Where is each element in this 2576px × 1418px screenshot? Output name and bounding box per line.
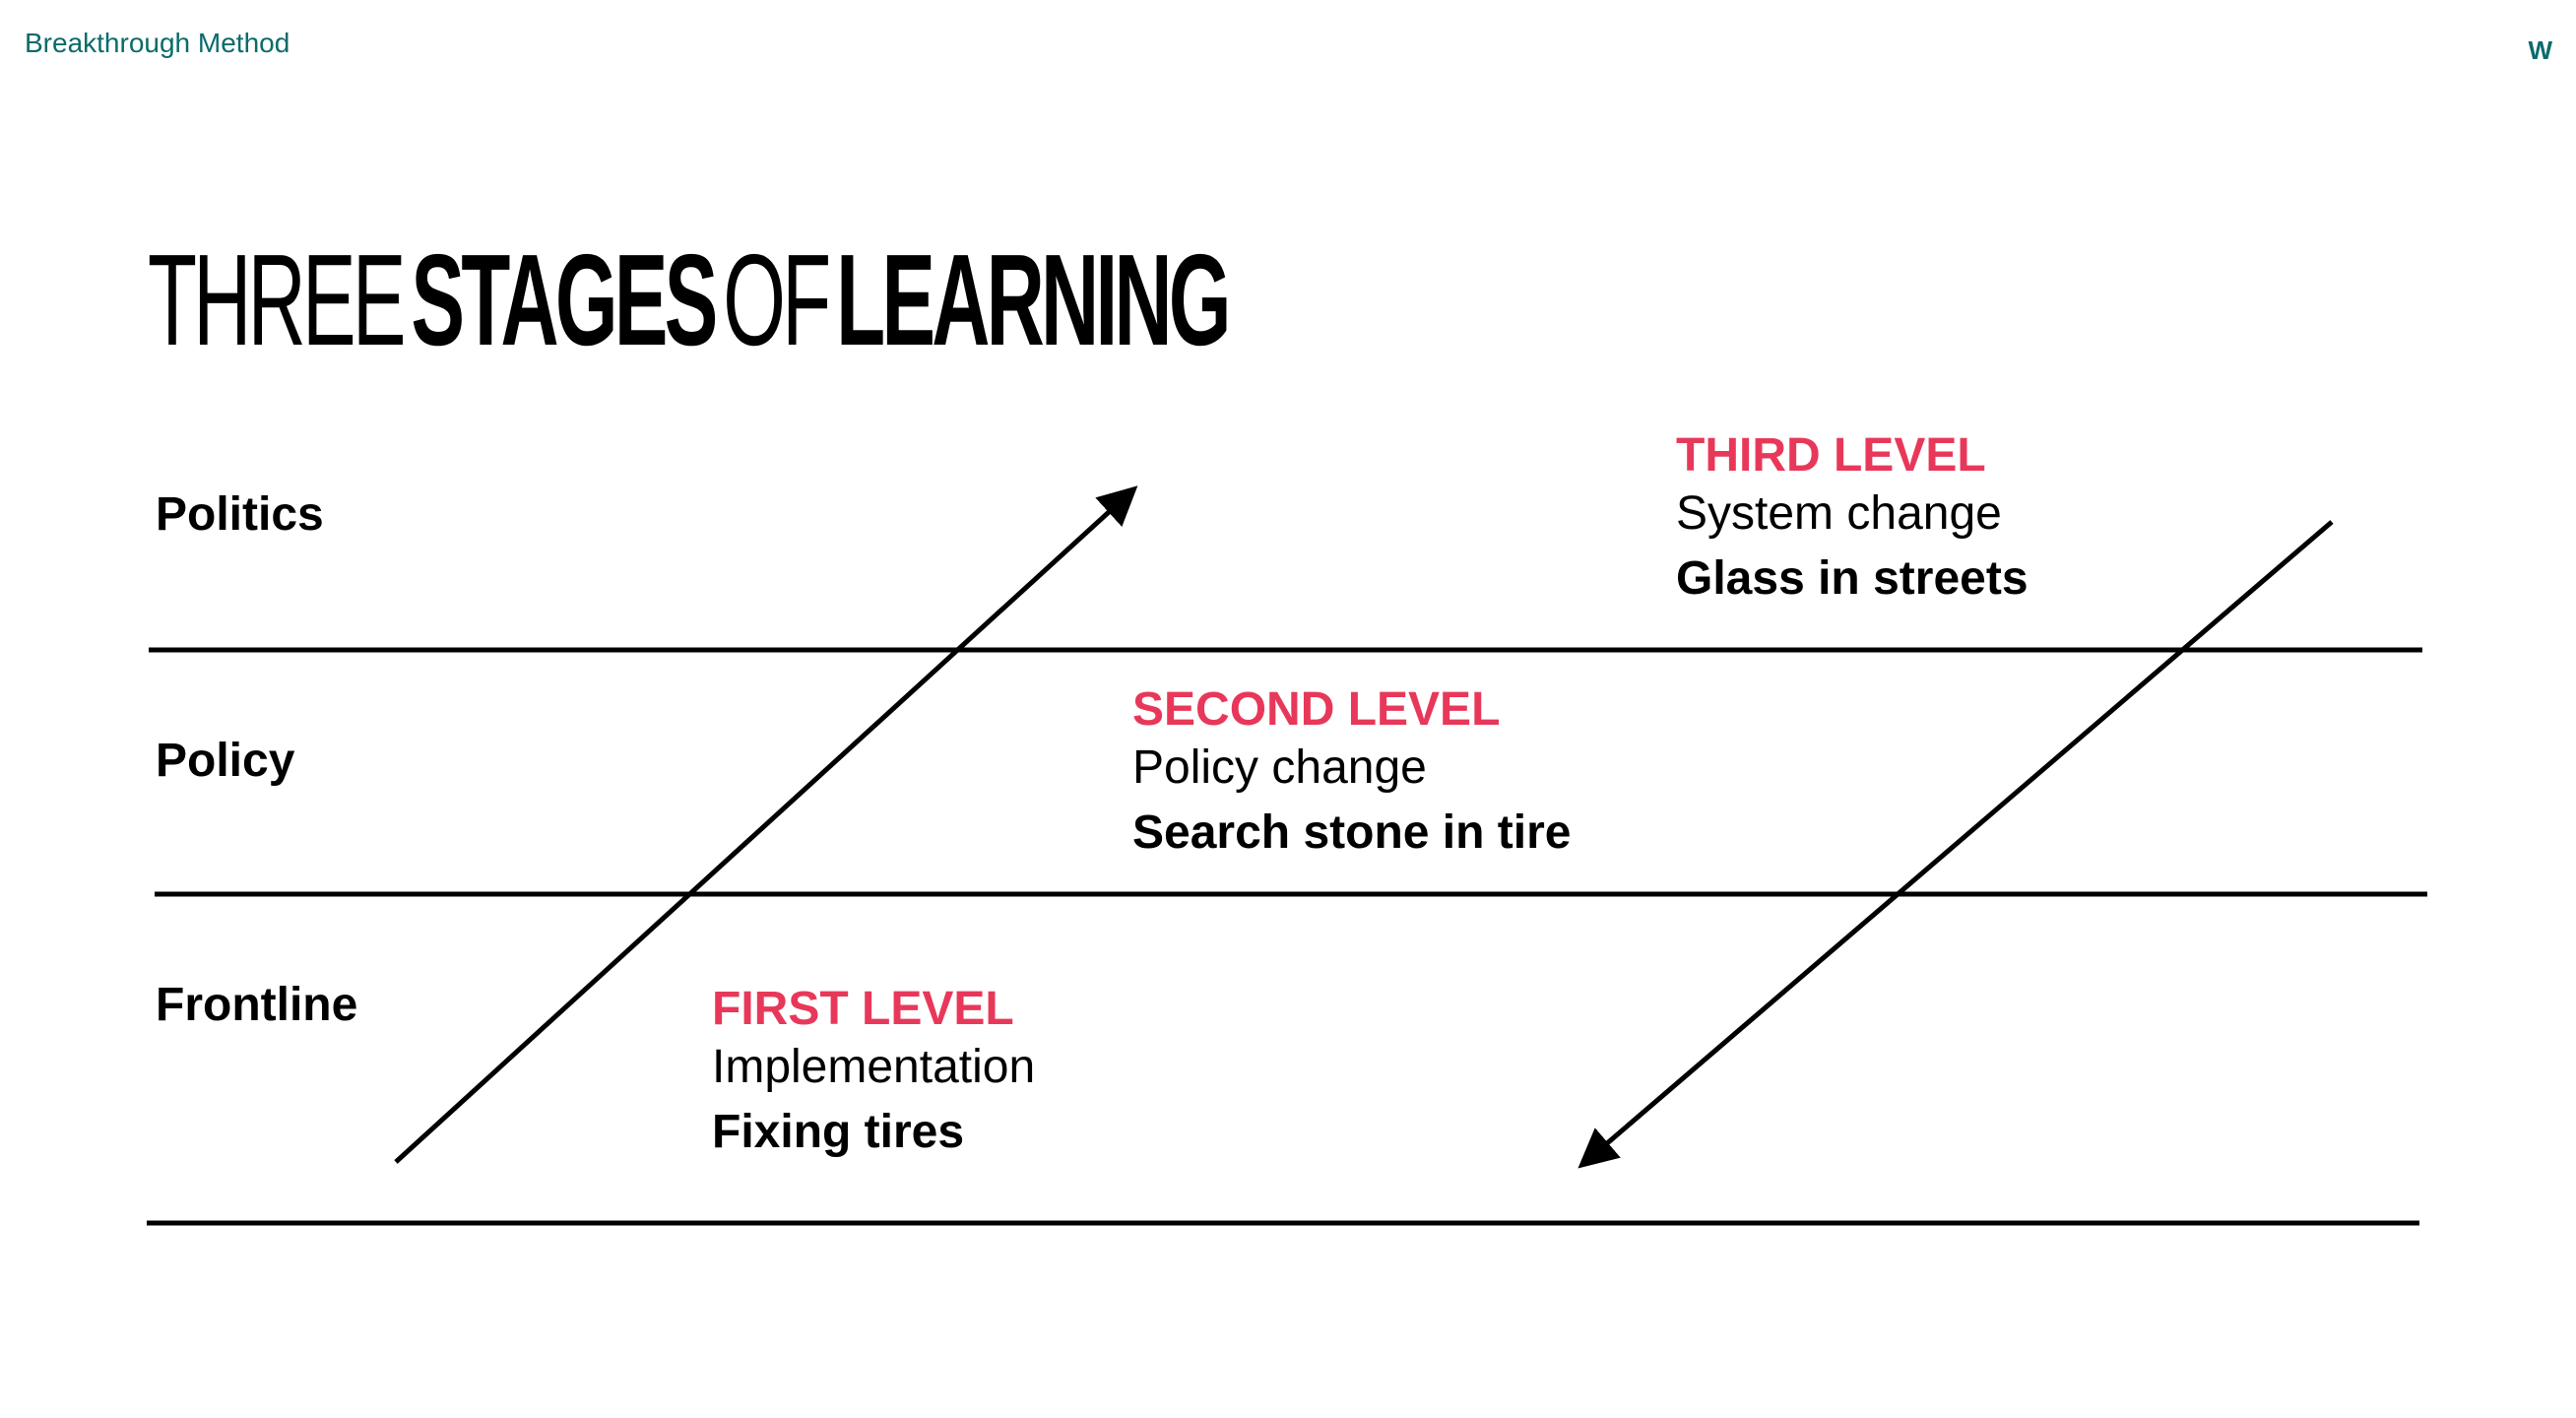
arrow-down-left-icon (1578, 520, 2334, 1169)
level-third-title: THIRD LEVEL (1676, 429, 1986, 482)
title-word-learning: LEARNING (836, 227, 1231, 372)
row-label-frontline: Frontline (156, 979, 358, 1031)
title-word-three: THREE (148, 227, 406, 372)
level-first-subtitle: Implementation (712, 1041, 1036, 1093)
row-label-politics: Politics (156, 488, 324, 541)
level-first-title: FIRST LEVEL (712, 983, 1014, 1035)
level-second: SECOND LEVEL Policy change Search stone … (1132, 682, 1571, 868)
brand-logo-icon: W (2528, 35, 2552, 65)
level-third-subtitle: System change (1676, 487, 2002, 540)
page-title: THREE STAGES OF LEARNING (148, 227, 1236, 372)
level-second-title: SECOND LEVEL (1132, 683, 1501, 736)
level-second-example: Search stone in tire (1132, 806, 1572, 859)
brand-title: Breakthrough Method (25, 28, 290, 58)
arrow-up-right-icon (394, 485, 1138, 1164)
level-first: FIRST LEVEL Implementation Fixing tires (712, 982, 1035, 1167)
title-word-stages: STAGES (411, 227, 718, 372)
row-label-policy: Policy (156, 735, 295, 787)
level-second-subtitle: Policy change (1132, 741, 1427, 794)
level-third: THIRD LEVEL System change Glass in stree… (1676, 428, 2029, 613)
title-word-of: OF (723, 227, 831, 372)
level-first-example: Fixing tires (712, 1106, 965, 1158)
level-third-example: Glass in streets (1676, 552, 2029, 605)
